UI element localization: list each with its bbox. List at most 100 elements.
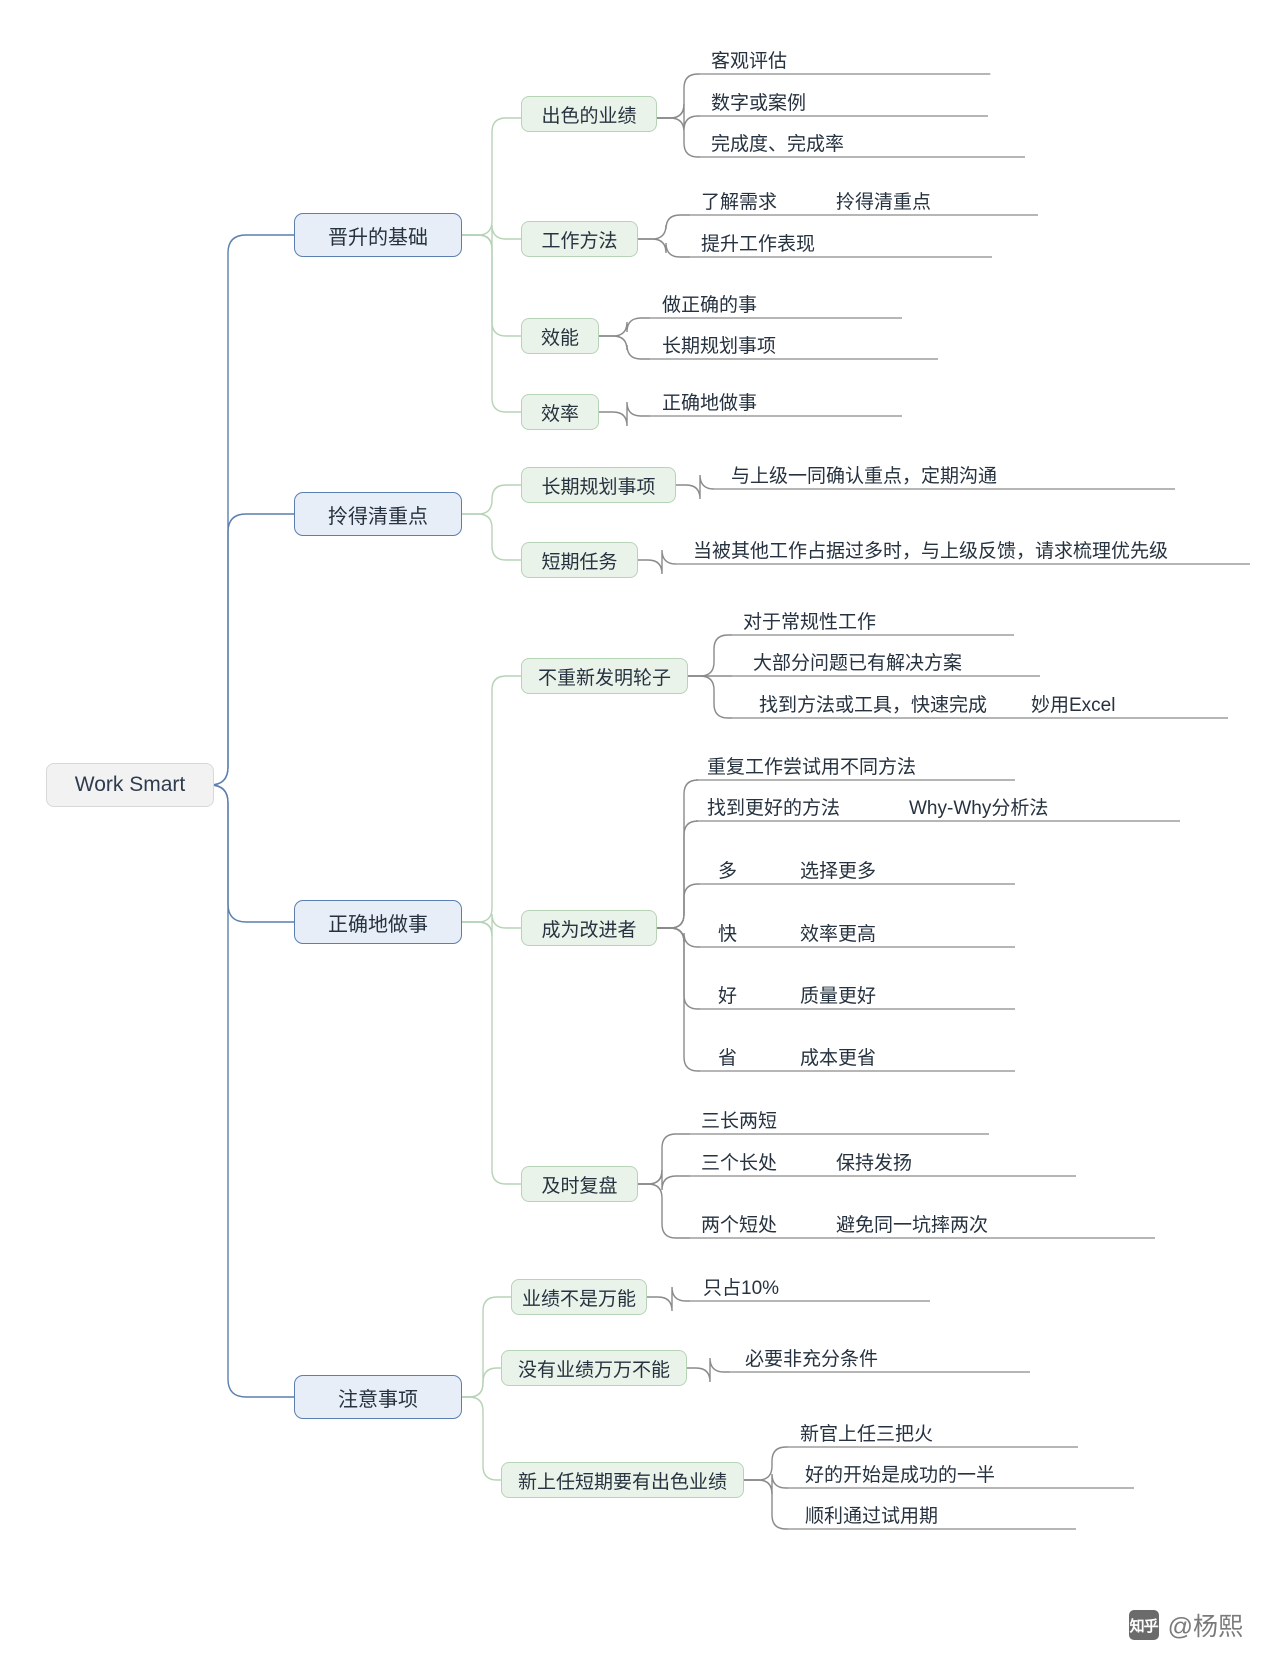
subnode-label: 业绩不是万能: [522, 1288, 637, 1310]
leaf-text: 好的开始是成功的一半: [805, 1464, 996, 1486]
note-3-3-2[interactable]: 保持发扬: [832, 1146, 916, 1176]
note-text: 选择更多: [800, 860, 877, 882]
branch-label-4: 注意事项: [338, 1388, 418, 1411]
subnode-label: 及时复盘: [541, 1175, 618, 1197]
note-text: 避免同一坑摔两次: [836, 1214, 989, 1236]
leaf-4-1-1[interactable]: 只占10%: [699, 1271, 783, 1301]
leaf-text: 找到更好的方法: [707, 797, 841, 819]
leaf-text: 数字或案例: [711, 92, 807, 114]
leaf-text: 正确地做事: [662, 392, 758, 414]
subnode-label: 成为改进者: [541, 919, 637, 941]
subnode-label: 没有业绩万万不能: [517, 1359, 670, 1381]
leaf-3-2-4[interactable]: 快: [714, 917, 741, 947]
leaf-3-2-2[interactable]: 找到更好的方法: [703, 791, 844, 821]
subnode-4-1[interactable]: 业绩不是万能: [511, 1279, 647, 1315]
leaf-text: 提升工作表现: [701, 233, 816, 255]
leaf-3-3-3[interactable]: 两个短处: [697, 1208, 781, 1238]
leaf-text: 三长两短: [701, 1110, 778, 1132]
leaf-3-1-3[interactable]: 找到方法或工具，快速完成: [755, 688, 991, 718]
note-3-2-6[interactable]: 成本更省: [796, 1041, 880, 1071]
leaf-text: 完成度、完成率: [711, 133, 845, 155]
subnode-3-3[interactable]: 及时复盘: [521, 1166, 638, 1202]
note-3-2-2[interactable]: Why-Why分析法: [905, 791, 1052, 821]
subnode-4-3[interactable]: 新上任短期要有出色业绩: [501, 1462, 744, 1498]
subnode-1-4[interactable]: 效率: [521, 394, 599, 430]
note-3-2-4[interactable]: 效率更高: [796, 917, 880, 947]
leaf-1-1-1[interactable]: 客观评估: [707, 44, 791, 74]
note-1-2-1[interactable]: 拎得清重点: [832, 185, 935, 215]
note-text: 妙用Excel: [1031, 694, 1116, 716]
subnode-label: 效能: [540, 327, 579, 349]
subnode-4-2[interactable]: 没有业绩万万不能: [501, 1350, 687, 1386]
leaf-text: 省: [718, 1047, 738, 1069]
branch-node-3[interactable]: 正确地做事: [294, 900, 462, 944]
watermark: 知乎 @杨熙: [1128, 1607, 1243, 1643]
zhihu-logo-icon: 知乎: [1128, 1610, 1159, 1640]
leaf-1-2-2[interactable]: 提升工作表现: [697, 227, 819, 257]
leaf-1-1-3[interactable]: 完成度、完成率: [707, 127, 848, 157]
leaf-3-3-1[interactable]: 三长两短: [697, 1104, 781, 1134]
branch-node-1[interactable]: 晋升的基础: [294, 213, 462, 257]
leaf-3-1-1[interactable]: 对于常规性工作: [739, 605, 880, 635]
leaf-3-2-6[interactable]: 省: [714, 1041, 741, 1071]
leaf-text: 与上级一同确认重点，定期沟通: [731, 465, 998, 487]
leaf-1-1-2[interactable]: 数字或案例: [707, 86, 810, 116]
leaf-text: 只占10%: [703, 1277, 780, 1299]
leaf-text: 大部分问题已有解决方案: [753, 652, 963, 674]
leaf-text: 找到方法或工具，快速完成: [759, 694, 988, 716]
branch-label-3: 正确地做事: [328, 913, 428, 936]
note-3-2-3[interactable]: 选择更多: [796, 854, 880, 884]
leaf-text: 两个短处: [701, 1214, 778, 1236]
leaf-text: 长期规划事项: [662, 335, 777, 357]
note-text: Why-Why分析法: [909, 797, 1049, 819]
note-text: 保持发扬: [836, 1152, 913, 1174]
note-3-1-3[interactable]: 妙用Excel: [1027, 688, 1119, 718]
note-text: 效率更高: [800, 923, 877, 945]
leaf-4-2-1[interactable]: 必要非充分条件: [741, 1342, 882, 1372]
subnode-label: 短期任务: [541, 551, 618, 573]
leaf-text: 客观评估: [711, 50, 788, 72]
subnode-label: 效率: [540, 403, 579, 425]
subnode-3-2[interactable]: 成为改进者: [521, 910, 657, 946]
leaf-2-2-1[interactable]: 当被其他工作占据过多时，与上级反馈，请求梳理优先级: [689, 534, 1172, 564]
branch-node-4[interactable]: 注意事项: [294, 1375, 462, 1419]
leaf-text: 对于常规性工作: [743, 611, 877, 633]
subnode-2-2[interactable]: 短期任务: [521, 542, 638, 578]
leaf-2-1-1[interactable]: 与上级一同确认重点，定期沟通: [727, 459, 1001, 489]
leaf-4-3-2[interactable]: 好的开始是成功的一半: [801, 1458, 999, 1488]
leaf-4-3-3[interactable]: 顺利通过试用期: [801, 1499, 942, 1529]
leaf-text: 重复工作尝试用不同方法: [707, 756, 917, 778]
leaf-3-2-1[interactable]: 重复工作尝试用不同方法: [703, 750, 920, 780]
branch-label-2: 拎得清重点: [328, 505, 428, 528]
leaf-text: 新官上任三把火: [800, 1423, 934, 1445]
leaf-text: 顺利通过试用期: [805, 1505, 939, 1527]
subnode-label: 工作方法: [541, 230, 618, 252]
subnode-1-1[interactable]: 出色的业绩: [521, 96, 657, 132]
leaf-1-3-2[interactable]: 长期规划事项: [658, 329, 780, 359]
leaf-3-2-3[interactable]: 多: [714, 854, 741, 884]
leaf-3-1-2[interactable]: 大部分问题已有解决方案: [749, 646, 966, 676]
subnode-label: 长期规划事项: [541, 476, 656, 498]
note-text: 质量更好: [800, 985, 877, 1007]
branch-node-2[interactable]: 拎得清重点: [294, 492, 462, 536]
subnode-1-3[interactable]: 效能: [521, 318, 599, 354]
note-text: 拎得清重点: [836, 191, 932, 213]
leaf-text: 好: [718, 985, 738, 1007]
subnode-2-1[interactable]: 长期规划事项: [521, 467, 676, 503]
note-3-3-3[interactable]: 避免同一坑摔两次: [832, 1208, 992, 1238]
subnode-3-1[interactable]: 不重新发明轮子: [521, 658, 688, 694]
leaf-1-4-1[interactable]: 正确地做事: [658, 386, 761, 416]
root-node[interactable]: Work Smart: [46, 763, 214, 807]
leaf-3-3-2[interactable]: 三个长处: [697, 1146, 781, 1176]
note-3-2-5[interactable]: 质量更好: [796, 979, 880, 1009]
subnode-1-2[interactable]: 工作方法: [521, 221, 638, 257]
note-text: 成本更省: [800, 1047, 877, 1069]
leaf-text: 快: [718, 923, 738, 945]
subnode-label: 不重新发明轮子: [537, 667, 671, 689]
leaf-1-3-1[interactable]: 做正确的事: [658, 288, 761, 318]
leaf-3-2-5[interactable]: 好: [714, 979, 741, 1009]
leaf-4-3-1[interactable]: 新官上任三把火: [796, 1417, 937, 1447]
leaf-1-2-1[interactable]: 了解需求: [697, 185, 781, 215]
leaf-text: 多: [718, 860, 738, 882]
